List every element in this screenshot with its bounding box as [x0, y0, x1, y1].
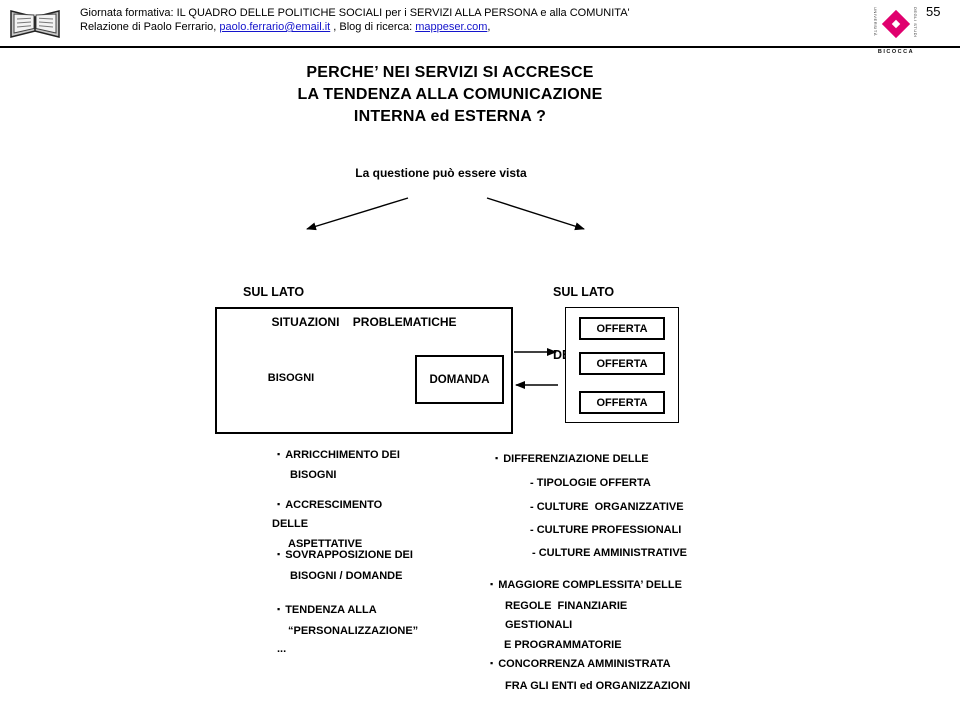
list-item-text: E PROGRAMMATORIE: [504, 639, 622, 651]
diagram-intro-text: La questione può essere vista: [355, 166, 527, 180]
title-line-3: INTERNA ed ESTERNA ?: [353, 108, 547, 125]
list-item: ▪ MAGGIORE COMPLESSITA’ DELLE: [490, 579, 682, 591]
bicocca-ring-text-right: DEGLI STUDI: [913, 7, 918, 38]
bicocca-name: BICOCCA: [877, 49, 915, 55]
book-right-lines: [38, 17, 54, 28]
offer-box-1: OFFERTA: [579, 317, 665, 340]
list-item-text: SOVRAPPOSIZIONE DEI: [285, 549, 413, 561]
list-item-text: BISOGNI / DOMANDE: [290, 570, 403, 582]
list-item-text: - CULTURE PROFESSIONALI: [530, 524, 682, 536]
bullet-icon: ▪: [490, 579, 494, 589]
slide-title: PERCHE’ NEI SERVIZI SI ACCRESCE LA TENDE…: [160, 62, 740, 128]
list-item-text: ASPETTATIVE: [288, 538, 363, 550]
header-author: Relazione di Paolo Ferrario,: [80, 21, 220, 33]
list-item-text: “PERSONALIZZAZIONE”: [288, 625, 419, 637]
book-left-lines: [16, 17, 32, 28]
list-item: ▪ CONCORRENZA AMMINISTRATA: [490, 658, 671, 670]
offer-box-2-label: OFFERTA: [596, 357, 648, 370]
bicocca-logo: UNIVERSITÀ DEGLI STUDI BICOCCA: [872, 3, 920, 57]
bullet-icon: ▪: [277, 549, 281, 559]
branch-demand-line-1: SUL LATO: [243, 285, 305, 299]
header-subtitle: Relazione di Paolo Ferrario, paolo.ferra…: [80, 21, 490, 33]
bullet-icon: ▪: [495, 453, 499, 463]
list-item-text: BISOGNI: [290, 469, 337, 481]
list-item: ▪ DIFFERENZIAZIONE DELLE: [495, 453, 649, 465]
list-item: ▪ ARRICCHIMENTO DEI: [277, 449, 400, 461]
list-item: BISOGNI / DOMANDE: [290, 570, 402, 582]
list-item: - CULTURE AMMINISTRATIVE: [532, 547, 687, 559]
list-item-text: - TIPOLOGIE OFFERTA: [530, 477, 651, 489]
list-item: - CULTURE PROFESSIONALI: [530, 524, 681, 536]
bicocca-emblem: [881, 9, 911, 39]
list-item: REGOLE FINANZIARIE: [505, 600, 627, 612]
list-item-text: DIFFERENZIAZIONE DELLE: [503, 453, 649, 465]
offer-box-3: OFFERTA: [579, 391, 665, 414]
list-item-text: GESTIONALI: [505, 619, 573, 631]
list-item: ...: [277, 643, 286, 655]
list-item-text: ACCRESCIMENTO: [285, 499, 383, 511]
list-item-text: ...: [277, 643, 287, 655]
bullet-icon: ▪: [490, 658, 494, 668]
bicocca-diamond: [881, 9, 911, 39]
title-line-1: PERCHE’ NEI SERVIZI SI ACCRESCE: [306, 64, 594, 81]
header-title: Giornata formativa: IL QUADRO DELLE POLI…: [80, 7, 630, 19]
demand-box: DOMANDA: [415, 355, 504, 404]
list-item-text: MAGGIORE COMPLESSITA’ DELLE: [498, 579, 682, 591]
list-item-text: DELLE: [272, 518, 309, 530]
bullet-icon: ▪: [277, 499, 281, 509]
header-blog-label: , Blog di ricerca:: [330, 21, 416, 33]
email-link[interactable]: paolo.ferrario@email.it: [219, 21, 331, 33]
title-line-2: LA TENDENZA ALLA COMUNICAZIONE: [297, 86, 603, 103]
bicocca-diamond-center: [891, 19, 901, 29]
page-number: 55: [926, 4, 941, 19]
list-item: ▪ ACCRESCIMENTO: [277, 499, 382, 511]
blog-link[interactable]: mappeser.com: [415, 21, 488, 33]
branch-offer-line-1: SUL LATO: [553, 285, 615, 299]
branch-arrow-left: [306, 197, 409, 231]
list-item-text: REGOLE FINANZIARIE: [505, 600, 628, 612]
list-item-text: - CULTURE ORGANIZZATIVE: [530, 501, 684, 513]
header-divider: [0, 46, 960, 48]
list-item: “PERSONALIZZAZIONE”: [288, 625, 418, 637]
list-item: GESTIONALI: [505, 619, 572, 631]
list-item: DELLE: [272, 518, 308, 530]
bullet-icon: ▪: [277, 604, 281, 614]
list-item-text: CONCORRENZA AMMINISTRATA: [498, 658, 671, 670]
list-item: - CULTURE ORGANIZZATIVE: [530, 501, 684, 513]
list-item: - TIPOLOGIE OFFERTA: [530, 477, 651, 489]
list-item-text: FRA GLI ENTI ed ORGANIZZAZIONI: [505, 680, 691, 692]
list-item-text: TENDENZA ALLA: [285, 604, 377, 616]
list-item: E PROGRAMMATORIE: [504, 639, 622, 651]
list-item: ▪ TENDENZA ALLA: [277, 604, 377, 616]
offer-box-1-label: OFFERTA: [596, 322, 648, 335]
list-item-text: ARRICCHIMENTO DEI: [285, 449, 400, 461]
offer-box-3-label: OFFERTA: [596, 396, 648, 409]
list-item: ▪ SOVRAPPOSIZIONE DEI: [277, 549, 413, 561]
bicocca-ring-text-left: UNIVERSITÀ: [873, 7, 878, 37]
book-logo-icon: [10, 10, 60, 38]
branch-arrow-right: [486, 197, 585, 231]
problem-situations-title: SITUAZIONI PROBLEMATICHE: [271, 315, 457, 329]
bullet-icon: ▪: [277, 449, 281, 459]
needs-label: BISOGNI: [267, 372, 315, 384]
list-item: ASPETTATIVE: [288, 538, 362, 550]
list-item-text: - CULTURE AMMINISTRATIVE: [532, 547, 688, 559]
offer-box-2: OFFERTA: [579, 352, 665, 375]
list-item: BISOGNI: [290, 469, 336, 481]
demand-box-label: DOMANDA: [429, 373, 490, 386]
list-item: FRA GLI ENTI ed ORGANIZZAZIONI: [505, 680, 690, 692]
header-comma: ,: [487, 21, 491, 33]
